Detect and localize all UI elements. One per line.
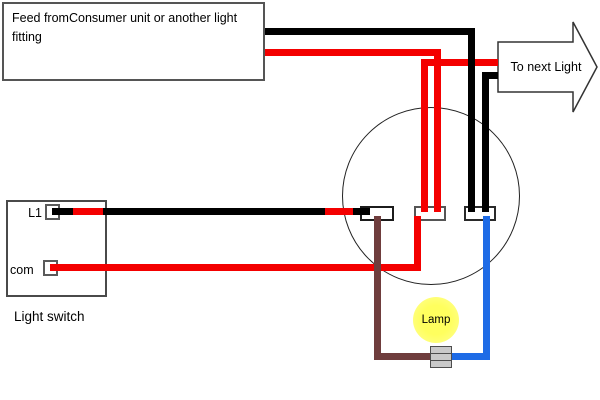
switched-live-wire-red-sleeve-1 [73,208,103,215]
switched-live-wire-black-segment-1 [52,208,73,215]
feed-source-box: Feed fromConsumer unit or another light … [2,2,265,81]
switch-terminal-com-label: com [10,263,34,277]
light-switch-label: Light switch [14,309,85,324]
lamp-neutral-wire-horizontal [452,353,490,360]
switch-terminal-l1-label: L1 [28,206,42,220]
next-light-neutral-wire-horizontal [482,72,498,79]
switched-live-wire-black-segment-3 [353,208,370,215]
switched-live-wire-red-sleeve-2 [325,208,353,215]
arrow-shape-icon [497,21,598,113]
next-light-live-wire-vertical [421,59,428,212]
switch-common-wire-horizontal [50,264,421,271]
lamp-live-wire-vertical [374,216,381,360]
to-next-light-arrow [497,21,598,113]
ceiling-rose-circle [342,107,520,285]
lamp-holder-segment [430,360,452,368]
feed-live-wire-vertical [434,49,441,212]
to-next-light-label: To next Light [510,60,582,74]
feed-neutral-wire-vertical [468,28,475,212]
next-light-neutral-wire-vertical [482,72,489,212]
feed-source-label: Feed fromConsumer unit or another light … [12,11,238,44]
switched-live-wire-black-segment-2 [103,208,325,215]
feed-live-wire-horizontal [265,49,441,56]
lamp-neutral-wire-vertical [483,216,490,360]
lamp-holder [430,346,452,368]
lamp-label: Lamp [421,314,451,326]
next-light-live-wire-horizontal [421,59,498,66]
feed-neutral-wire-horizontal [265,28,475,35]
lamp-bulb: Lamp [413,297,459,343]
lamp-live-wire-horizontal [374,353,432,360]
switch-common-wire-vertical [414,216,421,271]
